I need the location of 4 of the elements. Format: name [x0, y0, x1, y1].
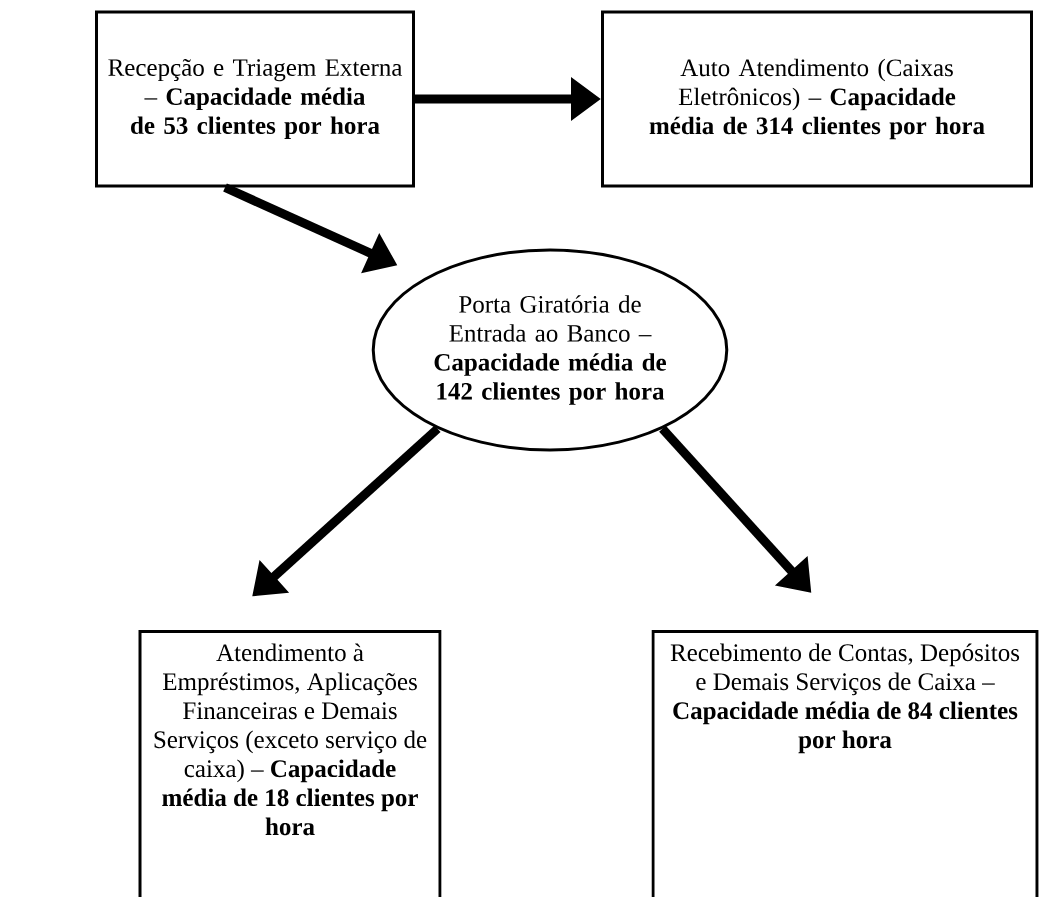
process-box: Recebimento de Contas, Depósitos e Demais Serviços de Caixa – Capacidade média de 84 clientes por hora — [651, 630, 1039, 897]
process-box: Recepção e Triagem Externa – Capacidade média de 53 clientes por hora — [95, 10, 415, 188]
process-box: Auto Atendimento (Caixas Eletrônicos) – Capacidade média de 314 clientes por hora — [601, 10, 1033, 188]
process-box: Atendimento à Empréstimos, Aplicações Financeiras e Demais Serviços (exceto serviço de caixa) – Capacidade média de 18 clientes por hora — [138, 630, 442, 897]
